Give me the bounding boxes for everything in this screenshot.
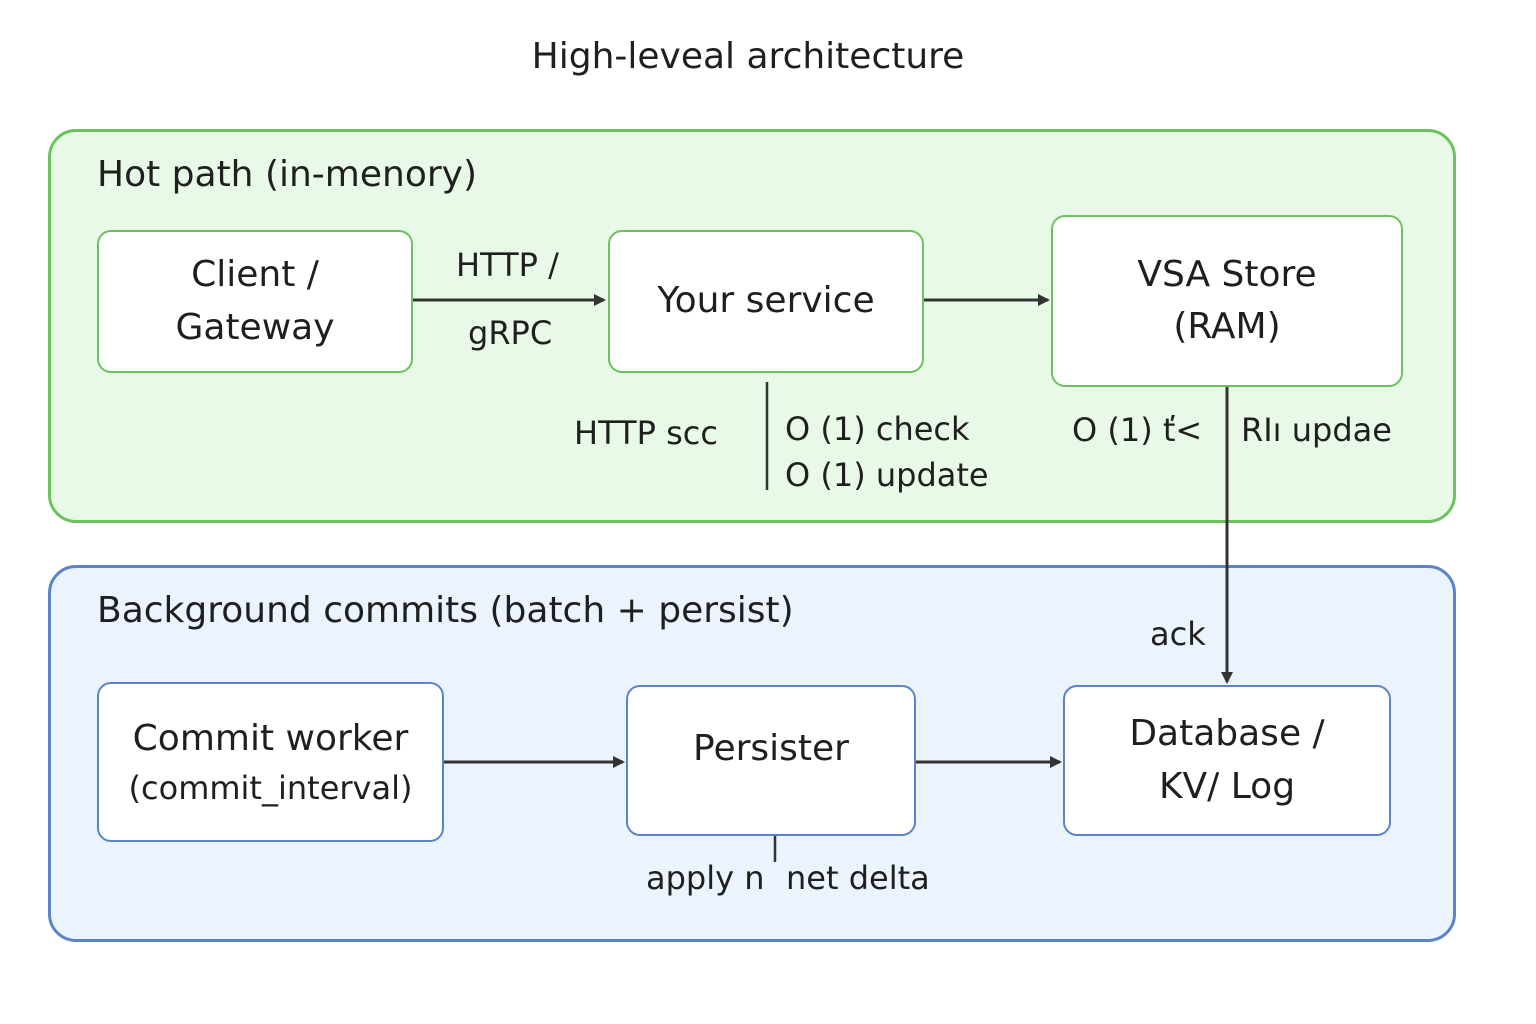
database-line2: KV/ Log — [1158, 765, 1296, 807]
commit-worker-line1: Commit worker — [132, 717, 409, 759]
vsa-store-line1: VSA Store — [1137, 253, 1317, 295]
service-note-check: O (1) check — [785, 410, 970, 448]
vsa-store-box: VSA Store (RAM) — [1051, 215, 1403, 387]
client-gateway-box: Client / Gateway — [97, 230, 413, 373]
client-gateway-line2: Gateway — [175, 306, 335, 348]
commit-worker-box: Commit worker (commit_interval) — [97, 682, 444, 842]
database-line1: Database / — [1129, 713, 1325, 755]
background-commits-title: Background commits (batch + persist) — [97, 590, 794, 631]
commit-worker-line2: (commit_interval) — [128, 768, 413, 807]
client-gateway-line1: Client / — [191, 254, 319, 296]
persister-box: Persister — [626, 685, 916, 836]
your-service-box: Your service — [608, 230, 924, 373]
diagram-title: High-leveal architecture — [531, 36, 965, 77]
your-service-label: Your service — [657, 280, 875, 322]
store-left-note: O (1) ť< — [1072, 411, 1203, 449]
ack-label: ack — [1150, 615, 1206, 653]
persister-label: Persister — [693, 728, 849, 769]
edge-label-http: HTTP / — [456, 246, 559, 284]
hot-path-title: Hot path (in-menory) — [97, 154, 478, 195]
store-right-note: RIı updae — [1241, 411, 1392, 449]
edge-label-grpc: gRPC — [468, 314, 553, 352]
persister-note-right: net delta — [786, 859, 930, 897]
service-note-update: O (1) update — [785, 456, 989, 494]
http-scc-label: HTTP scc — [574, 414, 718, 452]
persister-note-left: apply n — [646, 859, 765, 897]
vsa-store-line2: (RAM) — [1173, 306, 1281, 347]
database-box: Database / KV/ Log — [1063, 685, 1391, 836]
